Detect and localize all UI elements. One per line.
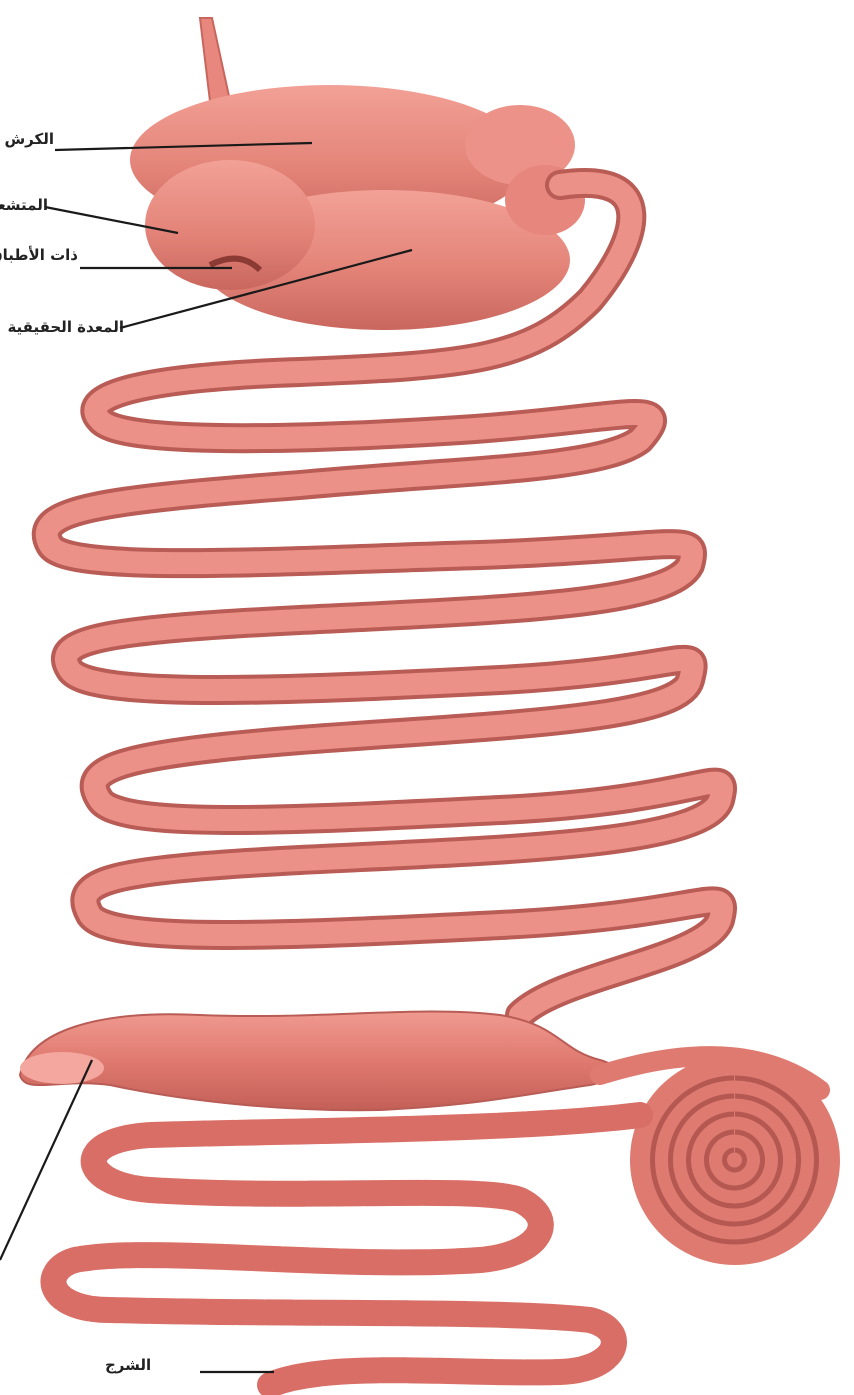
label-anus: الشرج (105, 1356, 151, 1374)
label-abomasum: المعدة الحقيقية (7, 318, 124, 336)
stomach (130, 85, 585, 330)
large-intestine (53, 1115, 640, 1385)
label-rumen: الكرش (4, 130, 54, 148)
cecum (20, 1011, 614, 1110)
label-omasum: ذات الأطباق (0, 246, 78, 264)
spiral-colon (600, 1055, 840, 1265)
label-reticulum: المتشعبة (0, 196, 48, 214)
